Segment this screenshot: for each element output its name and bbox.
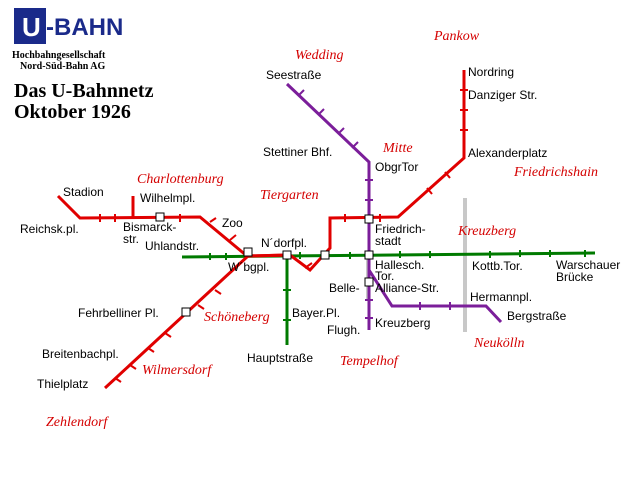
station-friedrich-1[interactable]: Friedrich- bbox=[375, 222, 426, 236]
district-labels: Wedding Pankow Mitte Friedrichshain Char… bbox=[46, 29, 598, 430]
district-neukoelln: Neukölln bbox=[473, 336, 525, 351]
logo-bahn-text: -BAHN bbox=[46, 14, 123, 41]
station-kottbtor[interactable]: Kottb.Tor. bbox=[472, 259, 523, 273]
station-nordring[interactable]: Nordring bbox=[468, 65, 514, 79]
district-schoeneberg: Schöneberg bbox=[204, 310, 270, 325]
station-breitenbachpl[interactable]: Breitenbachpl. bbox=[42, 347, 119, 361]
station-wbgpl[interactable]: W´bgpl. bbox=[228, 260, 269, 274]
station-bayerpl[interactable]: Bayer.Pl. bbox=[292, 306, 340, 320]
station-wilhelmpl[interactable]: Wilhelmpl. bbox=[140, 191, 195, 205]
district-wilmersdorf: Wilmersdorf bbox=[142, 363, 213, 378]
station-reichskpl[interactable]: Reichsk.pl. bbox=[20, 222, 79, 236]
station-thielplatz[interactable]: Thielplatz bbox=[37, 377, 88, 391]
interchange-hallesch-tor[interactable] bbox=[364, 250, 374, 260]
station-zoo[interactable]: Zoo bbox=[222, 216, 243, 230]
interchange-friedrichstadt[interactable] bbox=[364, 214, 374, 224]
purple-line bbox=[285, 82, 503, 330]
logo-u-letter: U bbox=[22, 12, 41, 42]
district-tiergarten: Tiergarten bbox=[260, 188, 319, 203]
station-hauptstrasse[interactable]: Hauptstraße bbox=[247, 351, 313, 365]
station-warschauer-2[interactable]: Brücke bbox=[556, 270, 594, 284]
district-wedding: Wedding bbox=[295, 48, 343, 63]
station-warschauer-1[interactable]: Warschauer bbox=[556, 258, 620, 272]
interchange-bismarckstr[interactable] bbox=[155, 212, 165, 222]
station-alliance[interactable]: Alliance-Str. bbox=[375, 281, 439, 295]
station-alexanderplatz[interactable]: Alexanderplatz bbox=[468, 146, 547, 160]
map-title-line-1: Das U-Bahnnetz bbox=[14, 80, 154, 102]
station-belle[interactable]: Belle- bbox=[329, 281, 360, 295]
station-danziger[interactable]: Danziger Str. bbox=[468, 88, 537, 102]
red-line-ndorf bbox=[246, 253, 288, 258]
station-hallesch-1[interactable]: Hallesch. bbox=[375, 258, 424, 272]
station-labels: Seestraße Nordring Danziger Str. Stettin… bbox=[20, 65, 620, 391]
station-uhlandstr[interactable]: Uhlandstr. bbox=[145, 239, 199, 253]
station-stadion[interactable]: Stadion bbox=[63, 185, 104, 199]
station-kreuzberg[interactable]: Kreuzberg bbox=[375, 316, 430, 330]
station-bismarck-2[interactable]: str. bbox=[123, 232, 139, 246]
red-line bbox=[56, 70, 468, 390]
interchange-wbgpl[interactable] bbox=[243, 247, 253, 257]
map-title-line-2: Oktober 1926 bbox=[14, 101, 131, 123]
interchange-ndorfpl[interactable] bbox=[282, 250, 292, 260]
red-line-nordring-branch bbox=[289, 70, 466, 273]
district-pankow: Pankow bbox=[433, 29, 480, 44]
station-bergstrasse[interactable]: Bergstraße bbox=[507, 309, 567, 323]
station-obgrtor[interactable]: ObgrTor bbox=[375, 160, 418, 174]
interchange-gleisdreieck[interactable] bbox=[320, 250, 330, 260]
purple-line-north bbox=[285, 82, 371, 257]
station-hermannpl[interactable]: Hermannpl. bbox=[470, 290, 532, 304]
district-kreuzberg: Kreuzberg bbox=[457, 224, 516, 239]
station-stettiner[interactable]: Stettiner Bhf. bbox=[263, 145, 332, 159]
station-hallesch-2[interactable]: Tor. bbox=[375, 269, 394, 283]
district-tempelhof: Tempelhof bbox=[340, 354, 400, 369]
district-mitte: Mitte bbox=[382, 141, 413, 156]
u-bahn-logo: U -BAHN Hochbahngesellschaft Nord-Süd-Ba… bbox=[12, 8, 123, 72]
station-seestrasse[interactable]: Seestraße bbox=[266, 68, 322, 82]
district-zehlendorf: Zehlendorf bbox=[46, 415, 110, 430]
logo-u-box bbox=[14, 8, 46, 44]
interchange-stations bbox=[155, 212, 374, 317]
interchange-fehrbelliner[interactable] bbox=[181, 307, 191, 317]
district-charlottenburg: Charlottenburg bbox=[137, 172, 224, 187]
red-line-thielplatz-branch bbox=[103, 254, 250, 390]
station-friedrich-2[interactable]: stadt bbox=[375, 234, 402, 248]
district-friedrichshain: Friedrichshain bbox=[513, 165, 598, 180]
station-flugh[interactable]: Flugh. bbox=[327, 323, 360, 337]
station-ndorfpl[interactable]: N´dorfpl. bbox=[261, 236, 307, 250]
purple-line-neukoelln bbox=[367, 269, 503, 324]
station-fehrbelliner[interactable]: Fehrbelliner Pl. bbox=[78, 306, 159, 320]
company-line-2: Nord-Süd-Bahn AG bbox=[20, 61, 106, 72]
company-line-1: Hochbahngesellschaft bbox=[12, 50, 106, 61]
station-bismarck-1[interactable]: Bismarck- bbox=[123, 220, 176, 234]
interchange-belle-alliance[interactable] bbox=[364, 277, 374, 287]
